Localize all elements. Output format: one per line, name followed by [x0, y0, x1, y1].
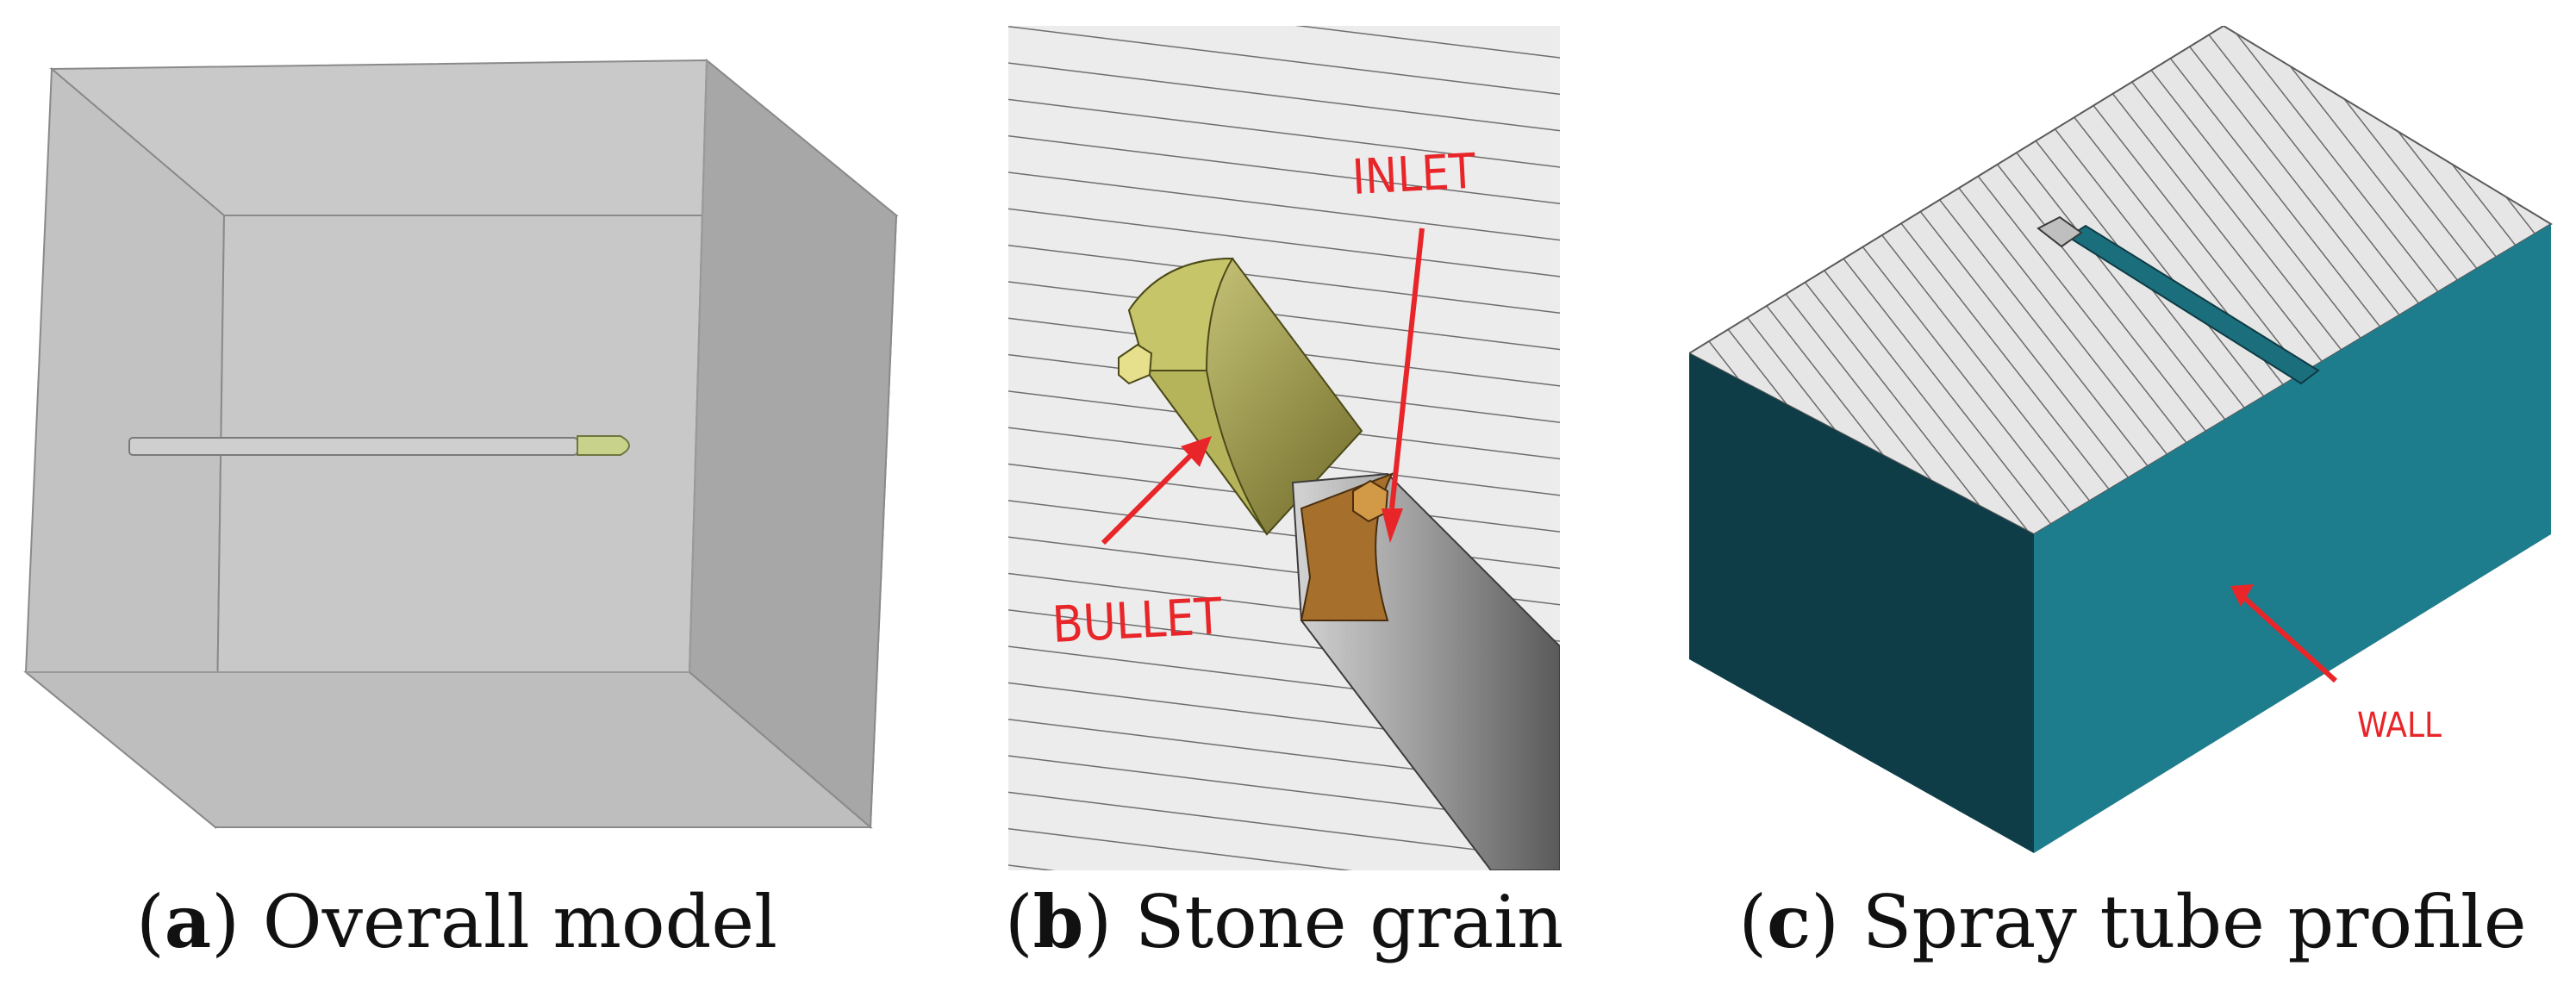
inlet-arrow [1389, 227, 1425, 509]
block-right-face [2034, 224, 2551, 853]
caption-stone-grain: (b) Stone grain [1004, 879, 1564, 964]
bullet-face [1145, 370, 1268, 535]
caption-text: Stone grain [1134, 880, 1564, 964]
bullet-cap [1127, 257, 1234, 371]
spray-tube-drawing: WALL [1689, 26, 2553, 853]
cube-edge [689, 59, 708, 673]
block-left-face [1689, 353, 2034, 853]
bullet-arrow [1101, 450, 1196, 545]
spray-tube-nozzle [2036, 215, 2083, 248]
overall-model-figure [0, 0, 914, 862]
inlet-label: INLET [1350, 144, 1477, 206]
caption-overall-model: (a) Overall model [136, 879, 777, 964]
wall-arrow [2238, 592, 2338, 683]
bullet-arrowhead [1181, 436, 1212, 467]
caption-text: Spray tube profile [1862, 880, 2527, 964]
wall-label: WALL [2357, 706, 2442, 745]
spray-tube-groove [2067, 224, 2320, 385]
spray-tube-profile-figure: WALL [1689, 26, 2576, 870]
caption-letter: c [1767, 879, 1812, 964]
bullet-small-facet [1118, 343, 1153, 385]
cube-drawing [23, 58, 899, 830]
inlet-arrowhead [1382, 508, 1403, 543]
stone-grain-drawing: INLET BULLET [1008, 26, 1560, 870]
caption-letter: b [1032, 879, 1084, 964]
stone-grain-tip [577, 435, 630, 456]
caption-text: Overall model [262, 880, 777, 964]
caption-spray-tube-profile: (c) Spray tube profile [1738, 879, 2527, 964]
bullet-label: BULLET [1051, 587, 1224, 654]
spray-tube [128, 437, 578, 456]
caption-letter: a [164, 879, 212, 964]
wall-arrowhead [2230, 584, 2254, 607]
stone-grain-figure: INLET BULLET [1008, 26, 1560, 870]
